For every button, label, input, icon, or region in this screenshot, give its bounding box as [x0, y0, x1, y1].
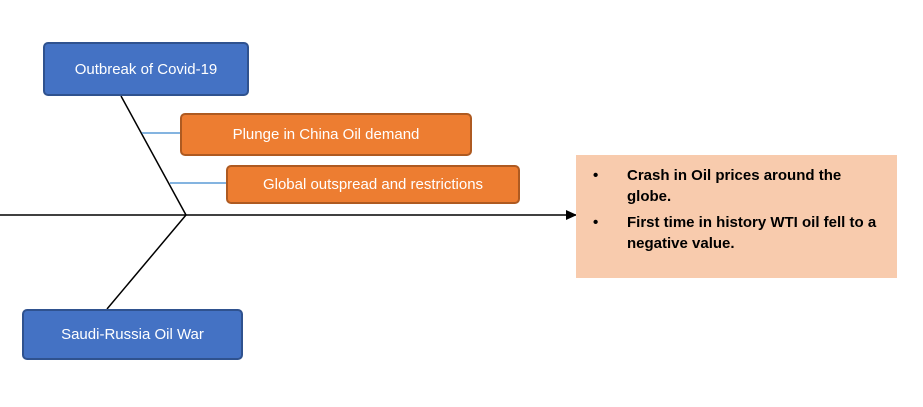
effect-item-text: Crash in Oil prices around the globe. [627, 167, 842, 205]
bullet-icon: • [593, 167, 599, 184]
cause-box-global-restrictions: Global outspread and restrictions [226, 165, 520, 204]
effect-box: • Crash in Oil prices around the globe. … [576, 155, 897, 278]
upper-rib-line [120, 95, 187, 216]
cause-box-china-demand: Plunge in China Oil demand [180, 113, 472, 156]
cause-label-global-restrictions: Global outspread and restrictions [262, 176, 484, 193]
effect-item: • First time in history WTI oil fell to … [590, 212, 883, 254]
cause-label-china-demand: Plunge in China Oil demand [232, 126, 420, 143]
cause-label-covid: Outbreak of Covid-19 [74, 60, 218, 78]
effect-list: • Crash in Oil prices around the globe. … [590, 165, 883, 254]
lower-rib-line [106, 214, 187, 310]
effect-item-text: First time in history WTI oil fell to a … [627, 214, 877, 252]
cause-box-oil-war: Saudi-Russia Oil War [22, 309, 243, 360]
cause-label-oil-war: Saudi-Russia Oil War [61, 326, 204, 343]
cause-box-covid: Outbreak of Covid-19 [43, 42, 249, 96]
effect-item: • Crash in Oil prices around the globe. [590, 165, 883, 207]
bullet-icon: • [593, 214, 599, 231]
